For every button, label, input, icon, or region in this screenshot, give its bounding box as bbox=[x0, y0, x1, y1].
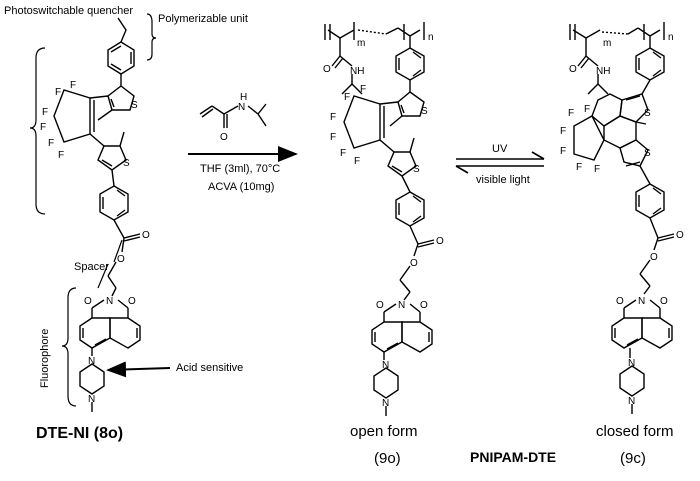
svg-text:S: S bbox=[644, 108, 651, 119]
svg-text:F: F bbox=[354, 156, 360, 167]
reaction-conditions-1: THF (3ml), 70°C bbox=[200, 163, 280, 175]
svg-text:N: N bbox=[88, 356, 95, 367]
svg-text:F: F bbox=[360, 84, 366, 95]
svg-text:F: F bbox=[576, 162, 582, 173]
svg-text:O: O bbox=[220, 132, 228, 143]
svg-text:F: F bbox=[584, 104, 590, 115]
compound-9o-atoms: m n O NH S S F F F F F F O O N O O N N bbox=[323, 32, 444, 409]
svg-text:N: N bbox=[628, 396, 635, 407]
compound-9o-structure bbox=[324, 22, 435, 416]
label-acid-sensitive: Acid sensitive bbox=[176, 362, 243, 374]
svg-text:O: O bbox=[128, 296, 136, 307]
svg-text:S: S bbox=[131, 100, 138, 111]
svg-text:O: O bbox=[323, 64, 331, 75]
svg-text:NH: NH bbox=[596, 66, 610, 77]
label-closed-form: closed form bbox=[596, 423, 674, 440]
label-compound-9o: (9o) bbox=[374, 450, 401, 467]
nipam-atoms: O N H bbox=[220, 92, 247, 143]
svg-text:O: O bbox=[676, 230, 684, 241]
svg-text:F: F bbox=[568, 108, 574, 119]
svg-text:O: O bbox=[376, 300, 384, 311]
svg-text:O: O bbox=[436, 236, 444, 247]
svg-text:F: F bbox=[344, 92, 350, 103]
svg-text:F: F bbox=[560, 126, 566, 137]
svg-text:O: O bbox=[84, 296, 92, 307]
label-polymerizable-unit: Polymerizable unit bbox=[158, 13, 248, 25]
reaction-conditions-2: ACVA (10mg) bbox=[208, 181, 274, 193]
svg-text:F: F bbox=[560, 146, 566, 157]
label-spacer: Spacer bbox=[74, 261, 109, 273]
svg-text:H: H bbox=[240, 92, 247, 103]
svg-text:N: N bbox=[88, 394, 95, 405]
svg-text:S: S bbox=[123, 158, 130, 169]
svg-text:n: n bbox=[668, 32, 674, 43]
label-compound-9c: (9c) bbox=[620, 450, 646, 467]
svg-text:F: F bbox=[40, 122, 46, 133]
svg-text:N: N bbox=[106, 296, 113, 307]
acid-sensitive-arrow bbox=[106, 361, 171, 378]
svg-text:F: F bbox=[70, 80, 76, 91]
svg-text:F: F bbox=[55, 87, 61, 98]
svg-text:O: O bbox=[420, 300, 428, 311]
label-visible-light: visible light bbox=[476, 174, 530, 186]
label-pnipam-dte: PNIPAM-DTE bbox=[470, 449, 556, 465]
svg-text:O: O bbox=[142, 230, 150, 241]
svg-text:O: O bbox=[569, 64, 577, 75]
compound-8o-structure bbox=[53, 17, 141, 412]
equilibrium-arrows bbox=[455, 151, 545, 174]
svg-text:N: N bbox=[382, 398, 389, 409]
svg-text:S: S bbox=[644, 148, 651, 159]
svg-text:F: F bbox=[58, 150, 64, 161]
svg-text:S: S bbox=[421, 106, 428, 117]
svg-text:O: O bbox=[117, 254, 125, 265]
svg-text:S: S bbox=[413, 164, 420, 175]
compound-9c-structure bbox=[569, 22, 675, 414]
svg-text:O: O bbox=[660, 296, 668, 307]
svg-text:O: O bbox=[650, 252, 658, 263]
svg-text:NH: NH bbox=[350, 66, 364, 77]
svg-text:F: F bbox=[330, 112, 336, 123]
svg-text:O: O bbox=[410, 258, 418, 269]
svg-text:n: n bbox=[428, 32, 434, 43]
svg-text:N: N bbox=[382, 360, 389, 371]
svg-text:F: F bbox=[594, 164, 600, 175]
label-fluorophore: Fluorophore bbox=[39, 329, 51, 388]
svg-text:F: F bbox=[48, 138, 54, 149]
svg-text:F: F bbox=[330, 132, 336, 143]
svg-text:N: N bbox=[238, 102, 245, 113]
compound-9c-atoms: m n O NH S S F F F F F F O O N O O N N bbox=[560, 32, 684, 407]
annotation-brackets bbox=[29, 13, 157, 407]
svg-text:N: N bbox=[628, 358, 635, 369]
svg-text:m: m bbox=[357, 38, 365, 49]
nipam-monomer bbox=[199, 103, 267, 128]
svg-text:F: F bbox=[340, 148, 346, 159]
compound-8o-atoms: S S F F F F F F O O N O O N N bbox=[40, 80, 150, 405]
label-photoswitchable-quencher: Photoswitchable quencher bbox=[4, 5, 133, 17]
svg-text:O: O bbox=[616, 296, 624, 307]
svg-text:N: N bbox=[638, 296, 645, 307]
svg-text:F: F bbox=[42, 107, 48, 118]
label-compound-8o: DTE-NI (8o) bbox=[36, 425, 123, 442]
svg-text:m: m bbox=[603, 38, 611, 49]
label-uv: UV bbox=[492, 143, 508, 155]
svg-text:N: N bbox=[398, 300, 405, 311]
label-open-form: open form bbox=[350, 423, 418, 440]
